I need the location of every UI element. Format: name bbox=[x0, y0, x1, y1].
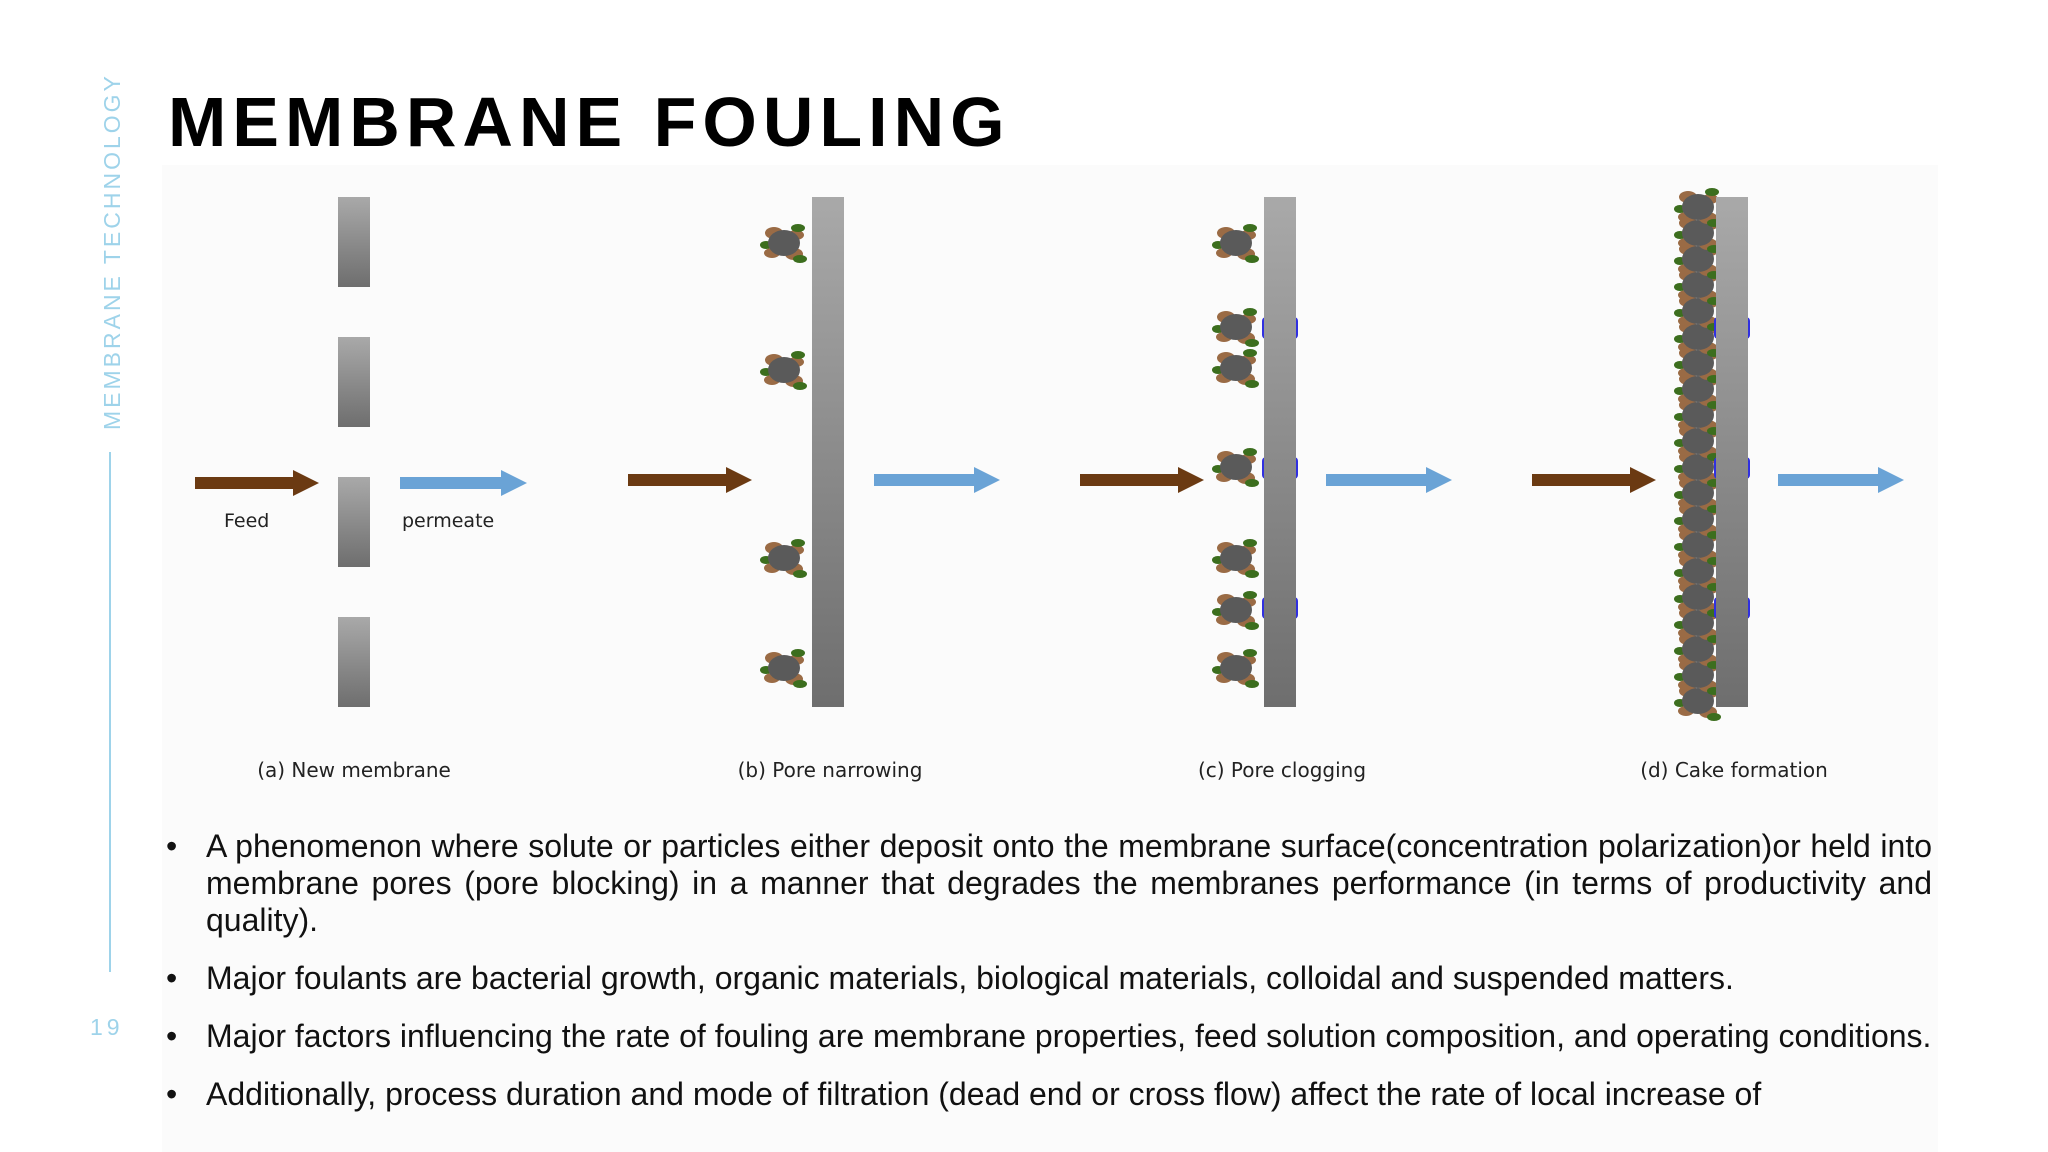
permeate-arrow-c bbox=[1326, 467, 1452, 493]
membrane-c bbox=[1264, 197, 1296, 707]
slide-title: MEMBRANE FOULING bbox=[168, 83, 1011, 161]
permeate-arrow-d bbox=[1778, 467, 1904, 493]
caption-pore-narrowing: (b) Pore narrowing bbox=[738, 758, 923, 782]
fouling-diagram: Feed permeate (a) New membrane (b) Pore … bbox=[195, 188, 1904, 782]
foulant-particle-c bbox=[1212, 448, 1259, 487]
feed-arrow-d bbox=[1532, 467, 1656, 493]
foulant-particle-c bbox=[1212, 224, 1259, 263]
cake-layer-particle bbox=[1674, 188, 1721, 227]
foulant-particle-c bbox=[1212, 649, 1259, 688]
caption-new-membrane: (a) New membrane bbox=[257, 758, 451, 782]
permeate-label: permeate bbox=[402, 510, 494, 532]
membrane-a-segment bbox=[338, 617, 370, 707]
caption-pore-clogging: (c) Pore clogging bbox=[1198, 758, 1366, 782]
cake-layer-particle bbox=[1674, 682, 1721, 721]
feed-arrow-a bbox=[195, 470, 319, 496]
membrane-a-segment bbox=[338, 477, 370, 567]
feed-label: Feed bbox=[224, 510, 269, 532]
feed-arrow-c bbox=[1080, 467, 1204, 493]
bullet-list: A phenomenon where solute or particles e… bbox=[162, 828, 1932, 1134]
membrane-b bbox=[812, 197, 844, 707]
permeate-arrow-b bbox=[874, 467, 1000, 493]
bullet-additional: Additionally, process duration and mode … bbox=[162, 1076, 1932, 1113]
foulant-particle-c bbox=[1212, 539, 1259, 578]
foulant-particle-b bbox=[760, 649, 807, 688]
fouling-figure: Feed permeate (a) New membrane (b) Pore … bbox=[162, 165, 1938, 800]
foulant-particle-c bbox=[1212, 308, 1259, 347]
membrane-d bbox=[1716, 197, 1748, 707]
sidebar-divider bbox=[109, 452, 111, 972]
sidebar-course-title: MEMBRANE TECHNOLOGY bbox=[99, 73, 125, 430]
cake-layer-particle bbox=[1674, 474, 1721, 513]
bullet-factors: Major factors influencing the rate of fo… bbox=[162, 1018, 1932, 1055]
caption-cake-formation: (d) Cake formation bbox=[1640, 758, 1828, 782]
bullet-foulants: Major foulants are bacterial growth, org… bbox=[162, 960, 1932, 997]
body-text: A phenomenon where solute or particles e… bbox=[162, 800, 1938, 1152]
permeate-arrow-a bbox=[400, 470, 527, 496]
foulant-particle-c bbox=[1212, 591, 1259, 630]
membrane-a-segment bbox=[338, 197, 370, 287]
bullet-definition: A phenomenon where solute or particles e… bbox=[162, 828, 1932, 939]
membrane-a-segment bbox=[338, 337, 370, 427]
foulant-particle-b bbox=[760, 224, 807, 263]
foulant-particle-b bbox=[760, 351, 807, 390]
foulant-particle-b bbox=[760, 539, 807, 578]
foulant-particle-c bbox=[1212, 349, 1259, 388]
page-number: 19 bbox=[90, 1014, 124, 1040]
feed-arrow-b bbox=[628, 467, 752, 493]
